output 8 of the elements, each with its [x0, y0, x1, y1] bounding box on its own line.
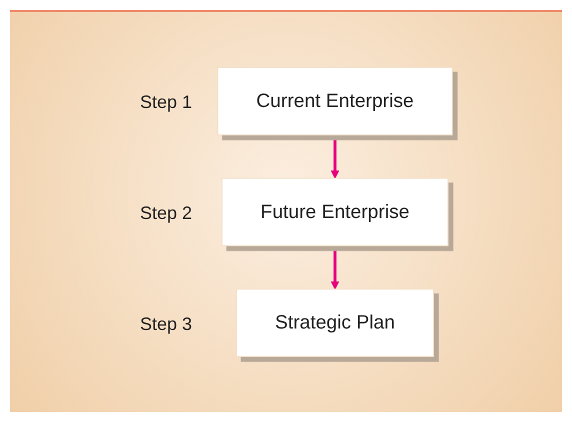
arrow — [330, 134, 340, 179]
step-label: Step 2 — [140, 203, 192, 224]
node-box: Future Enterprise — [222, 178, 448, 246]
node-box: Strategic Plan — [236, 288, 434, 358]
step-label: Step 1 — [140, 92, 192, 114]
node-box: Current Enterprise — [217, 66, 453, 136]
arrow — [330, 246, 340, 290]
step-label: Step 3 — [140, 314, 192, 335]
